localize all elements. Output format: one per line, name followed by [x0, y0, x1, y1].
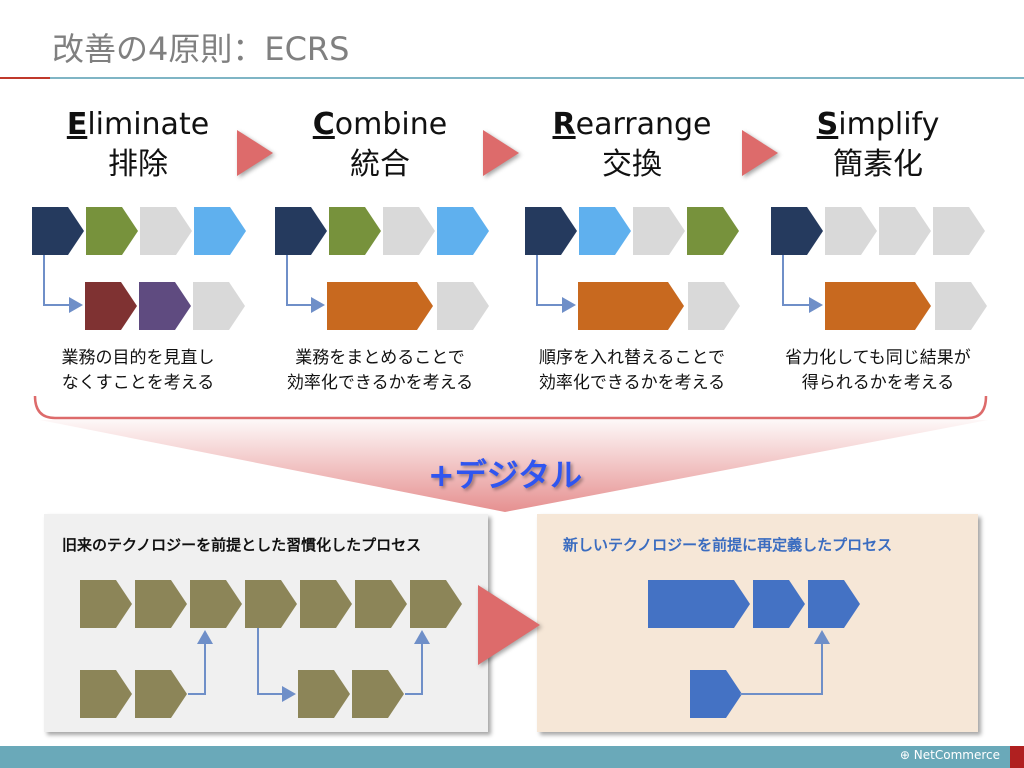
description-line: 業務をまとめることで [295, 348, 465, 368]
process-step [298, 670, 350, 718]
process-step [933, 207, 985, 255]
principle-ja: 交換 [602, 147, 662, 182]
next-arrow-icon [483, 130, 519, 176]
principle-en: Eliminate [28, 105, 248, 145]
description-line: 効率化できるかを考える [538, 373, 726, 393]
connector-arrow [536, 255, 576, 313]
title-rule-accent [0, 77, 50, 79]
process-step [687, 207, 739, 255]
principle-rest: earrange [575, 107, 712, 142]
slide-title: 改善の4原則：ECRS [52, 30, 350, 68]
connector-arrow [782, 255, 823, 313]
process-step [190, 580, 242, 628]
process-step [135, 580, 187, 628]
process-step [690, 670, 742, 718]
connector-arrow [740, 630, 830, 695]
next-arrow-icon [237, 130, 273, 176]
process-step [140, 207, 192, 255]
process-step [579, 207, 631, 255]
process-step [352, 670, 404, 718]
funnel [40, 420, 988, 512]
principle-rest: liminate [87, 107, 210, 142]
principle-initial: E [66, 107, 88, 142]
principle-en: Simplify [768, 105, 988, 145]
digital-label: +デジタル [427, 456, 583, 494]
process-step [329, 207, 381, 255]
connector-arrow [286, 255, 325, 313]
principle-en: Rearrange [522, 105, 742, 145]
description-line: なくすことを考える [61, 373, 215, 393]
process-step [135, 670, 187, 718]
legacy-process-title: 旧来のテクノロジーを前提とした習慣化したプロセス [62, 536, 422, 554]
principle-ja: 簡素化 [833, 147, 923, 182]
description-line: 得られるかを考える [801, 373, 955, 393]
process-step [525, 207, 577, 255]
connector-arrow [188, 630, 213, 695]
process-step [879, 207, 931, 255]
process-step [437, 207, 489, 255]
process-step [139, 282, 191, 330]
process-step [771, 207, 823, 255]
process-step [410, 580, 462, 628]
description-line: 効率化できるかを考える [286, 373, 474, 393]
process-step [32, 207, 84, 255]
footer-accent [1010, 746, 1024, 768]
process-step [85, 282, 137, 330]
process-step [437, 282, 489, 330]
connector-arrow [257, 628, 296, 702]
principle-initial: C [312, 107, 335, 142]
process-step [327, 282, 433, 330]
principle-en: Combine [270, 105, 490, 145]
grouping-brace [33, 395, 988, 420]
description-line: 省力化しても同じ結果が [785, 348, 971, 368]
process-step [194, 207, 246, 255]
process-step [193, 282, 245, 330]
principle-description: 業務の目的を見直しなくすことを考える [18, 346, 258, 396]
brand-icon: ⊕ [899, 748, 914, 762]
transform-arrow-icon [478, 585, 540, 665]
process-step [245, 580, 297, 628]
process-step [753, 580, 805, 628]
connector-arrow [405, 630, 430, 695]
process-step [80, 580, 132, 628]
principle-ja: 排除 [108, 147, 168, 182]
process-step [383, 207, 435, 255]
principle-description: 省力化しても同じ結果が得られるかを考える [758, 346, 998, 396]
brand-name: NetCommerce [913, 748, 1000, 762]
principle-description: 順序を入れ替えることで効率化できるかを考える [512, 346, 752, 396]
process-step [688, 282, 740, 330]
description-line: 順序を入れ替えることで [539, 348, 725, 368]
principle-initial: S [816, 107, 839, 142]
footer-bar [0, 746, 1010, 768]
title-rule [50, 77, 1024, 79]
process-step [300, 580, 352, 628]
brand-logo: ⊕ NetCommerce [900, 748, 1000, 762]
process-step [275, 207, 327, 255]
principle-description: 業務をまとめることで効率化できるかを考える [260, 346, 500, 396]
description-line: 業務の目的を見直し [61, 348, 215, 368]
process-step [825, 207, 877, 255]
connector-arrow [43, 255, 83, 313]
process-step [935, 282, 987, 330]
process-step [825, 282, 931, 330]
process-step [633, 207, 685, 255]
principle-initial: R [552, 107, 576, 142]
process-step [578, 282, 684, 330]
principle-rest: ombine [334, 107, 448, 142]
process-step [80, 670, 132, 718]
redefined-process-title: 新しいテクノロジーを前提に再定義したプロセス [563, 536, 893, 554]
principle-ja: 統合 [350, 147, 410, 182]
process-step [86, 207, 138, 255]
process-step [648, 580, 750, 628]
process-step [355, 580, 407, 628]
principle-rest: implify [838, 107, 940, 142]
process-step [808, 580, 860, 628]
next-arrow-icon [742, 130, 778, 176]
